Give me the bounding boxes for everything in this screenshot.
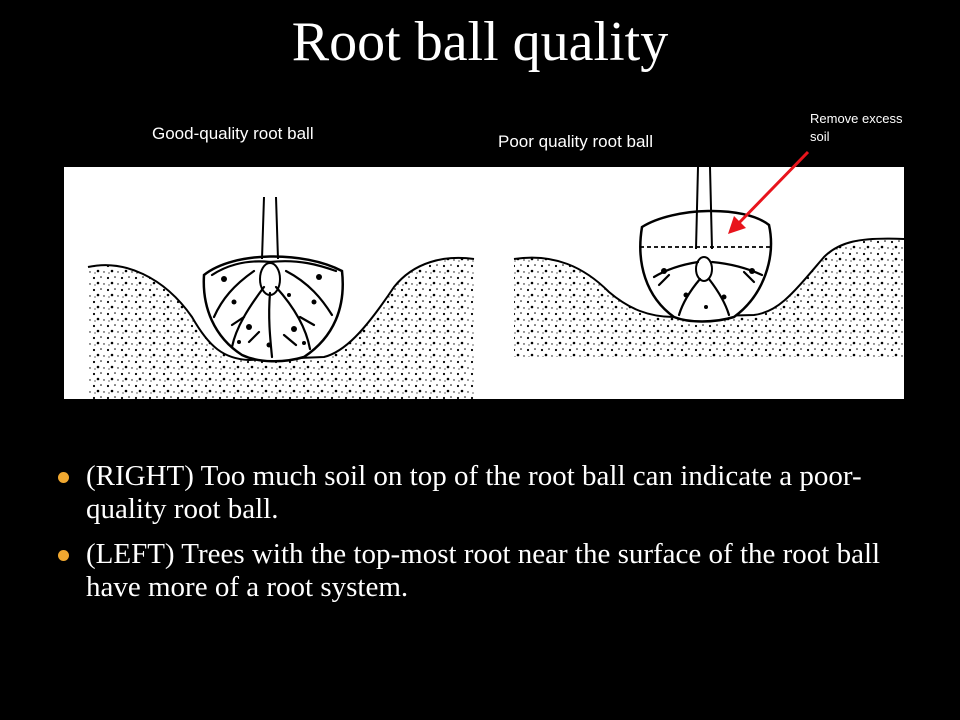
bullet-item: (RIGHT) Too much soil on top of the root… (58, 460, 918, 526)
callout-remove-soil: Remove excess soil (810, 111, 903, 144)
bullet-dot-icon (58, 550, 69, 561)
bullet-dot-icon (58, 472, 69, 483)
bullet-text: (LEFT) Trees with the top-most root near… (86, 538, 881, 603)
slide-title: Root ball quality (291, 11, 669, 73)
label-poor-root-ball: Poor quality root ball (498, 132, 653, 151)
root-ball-illustration (87, 167, 904, 399)
bullet-list: (RIGHT) Too much soil on top of the root… (58, 460, 918, 616)
good-root-ball-drawing (87, 196, 475, 399)
root-ball-diagram (64, 167, 904, 399)
bullet-text: (RIGHT) Too much soil on top of the root… (86, 460, 862, 525)
label-good-root-ball: Good-quality root ball (152, 124, 314, 143)
bullet-item: (LEFT) Trees with the top-most root near… (58, 538, 918, 604)
poor-root-ball-drawing (513, 167, 904, 357)
